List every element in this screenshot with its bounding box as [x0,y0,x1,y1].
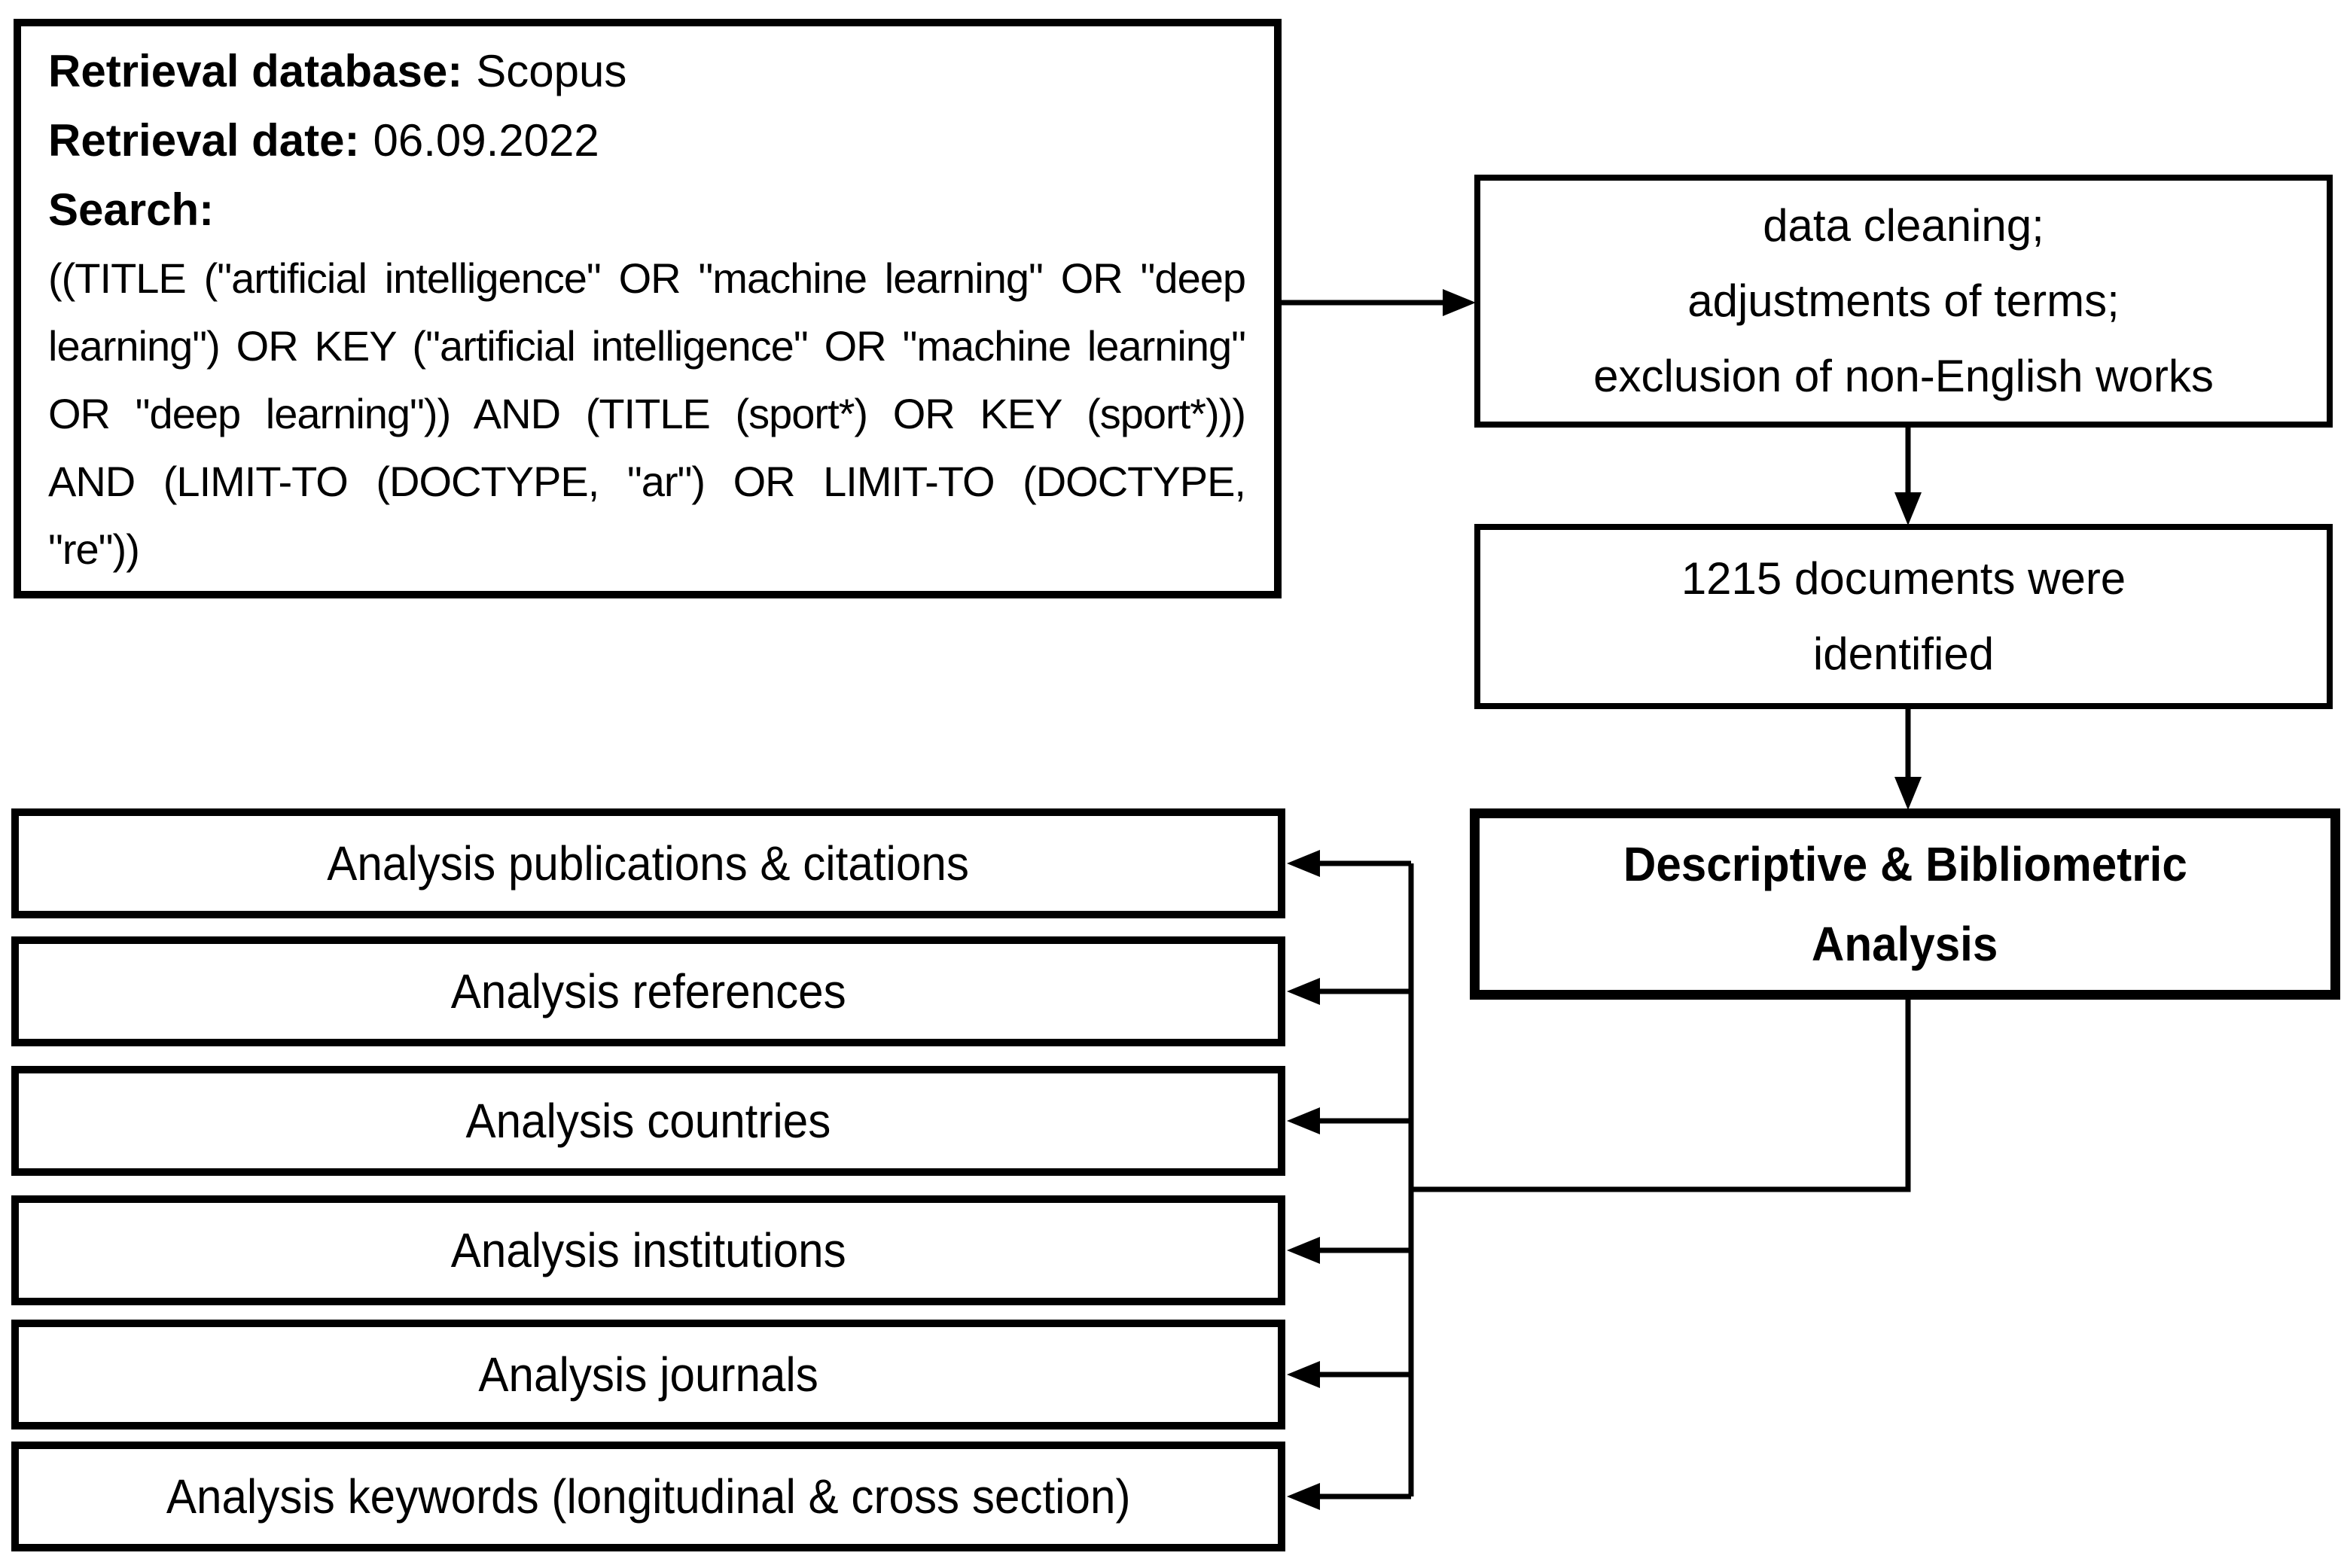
search-query-text: ((TITLE ("artificial intelligence" OR "m… [48,254,1246,573]
retrieval-database-label: Retrieval database: [48,46,463,96]
search-parameters-box: Retrieval database: Scopus Retrieval date… [14,19,1282,598]
analysis-keywords-box: Analysis keywords (longitudinal & cross … [11,1442,1285,1551]
arrow-trunk-to-keywords-head [1287,1483,1320,1510]
bibliometric-analysis-line-2: Analysis [1812,917,1998,971]
retrieval-date-label: Retrieval date: [48,115,360,166]
connector-analysis-to-trunk [1411,1000,1911,1192]
analysis-references-label: Analysis references [450,964,846,1018]
arrow-trunk-to-countries-head [1287,1107,1320,1134]
analysis-publications-citations-label: Analysis publications & citations [327,836,970,891]
analysis-keywords-label: Analysis keywords (longitudinal & cross … [166,1469,1131,1524]
arrow-identified-to-analysis-head [1894,777,1922,810]
arrow-trunk-to-journals-head [1287,1361,1320,1388]
retrieval-database-value: Scopus [476,46,627,96]
arrow-cleaning-to-identified-head [1894,492,1922,525]
arrow-trunk-to-references-head [1287,978,1320,1005]
analysis-countries-label: Analysis countries [465,1094,831,1148]
data-cleaning-line-2: adjustments of terms; [1687,276,2120,326]
analysis-institutions-box: Analysis institutions [11,1195,1285,1305]
retrieval-database-line: Retrieval database: Scopus [48,37,1245,106]
arrow-trunk-to-institutions-head [1287,1237,1320,1264]
analysis-publications-citations-box: Analysis publications & citations [11,808,1285,918]
analysis-journals-label: Analysis journals [478,1347,818,1402]
arrow-search-to-cleaning-head [1443,289,1476,316]
analysis-institutions-label: Analysis institutions [450,1223,846,1277]
analysis-references-box: Analysis references [11,936,1285,1046]
data-cleaning-line-3: exclusion of non-English works [1593,351,2214,401]
data-cleaning-line-1: data cleaning; [1763,200,2044,251]
arrow-trunk-to-publications-head [1287,850,1320,877]
search-label: Search: [48,184,215,235]
bibliometric-analysis-box: Descriptive & Bibliometric Analysis [1470,808,2340,1000]
analysis-journals-box: Analysis journals [11,1320,1285,1429]
documents-identified-line-2: identified [1812,629,1995,679]
retrieval-date-value: 06.09.2022 [373,115,599,166]
documents-identified-line-1: 1215 documents were [1681,553,2126,604]
bibliometric-analysis-line-1: Descriptive & Bibliometric [1623,837,2187,891]
data-cleaning-box: data cleaning; adjustments of terms; exc… [1474,175,2333,428]
retrieval-date-line: Retrieval date: 06.09.2022 [48,106,1245,175]
documents-identified-box: 1215 documents were identified [1474,524,2333,709]
analysis-countries-box: Analysis countries [11,1066,1285,1176]
